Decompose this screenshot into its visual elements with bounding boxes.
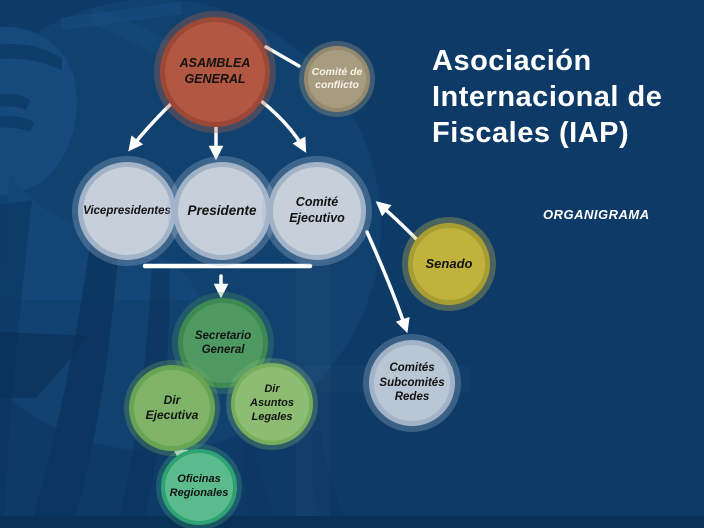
- node-senado[interactable]: Senado: [408, 223, 490, 305]
- node-asamblea-general[interactable]: ASAMBLEA GENERAL: [160, 17, 270, 127]
- node-label: Oficinas Regionales: [169, 473, 229, 499]
- node-label: Dir Ejecutiva: [145, 393, 199, 422]
- node-label: ASAMBLEA GENERAL: [179, 56, 251, 86]
- node-comite-conflicto[interactable]: Comité de conflicto: [304, 46, 370, 112]
- node-dir-asuntos-legales[interactable]: Dir Asuntos Legales: [231, 363, 313, 445]
- slide-title: Asociación Internacional de Fiscales (IA…: [432, 45, 663, 149]
- node-label: Senado: [425, 255, 473, 271]
- node-label: Comité de conflicto: [311, 65, 363, 91]
- node-oficinas-regionales[interactable]: Oficinas Regionales: [161, 449, 237, 525]
- slide-subtitle: ORGANIGRAMA: [543, 207, 650, 222]
- node-vicepresidentes[interactable]: Vicepresidentes: [78, 162, 176, 260]
- node-comites-subcomites-redes[interactable]: Comités Subcomités Redes: [369, 340, 455, 426]
- node-label: Comités Subcomités Redes: [379, 362, 445, 404]
- node-label: Vicepresidentes: [83, 204, 171, 217]
- node-dir-ejecutiva[interactable]: Dir Ejecutiva: [129, 365, 215, 451]
- node-presidente[interactable]: Presidente: [173, 162, 271, 260]
- node-comite-ejecutivo[interactable]: Comité Ejecutivo: [268, 162, 366, 260]
- node-label: Dir Asuntos Legales: [250, 383, 294, 423]
- node-label: Presidente: [187, 202, 257, 218]
- node-label: Comité Ejecutivo: [289, 195, 345, 225]
- node-label: Secretario General: [194, 329, 252, 356]
